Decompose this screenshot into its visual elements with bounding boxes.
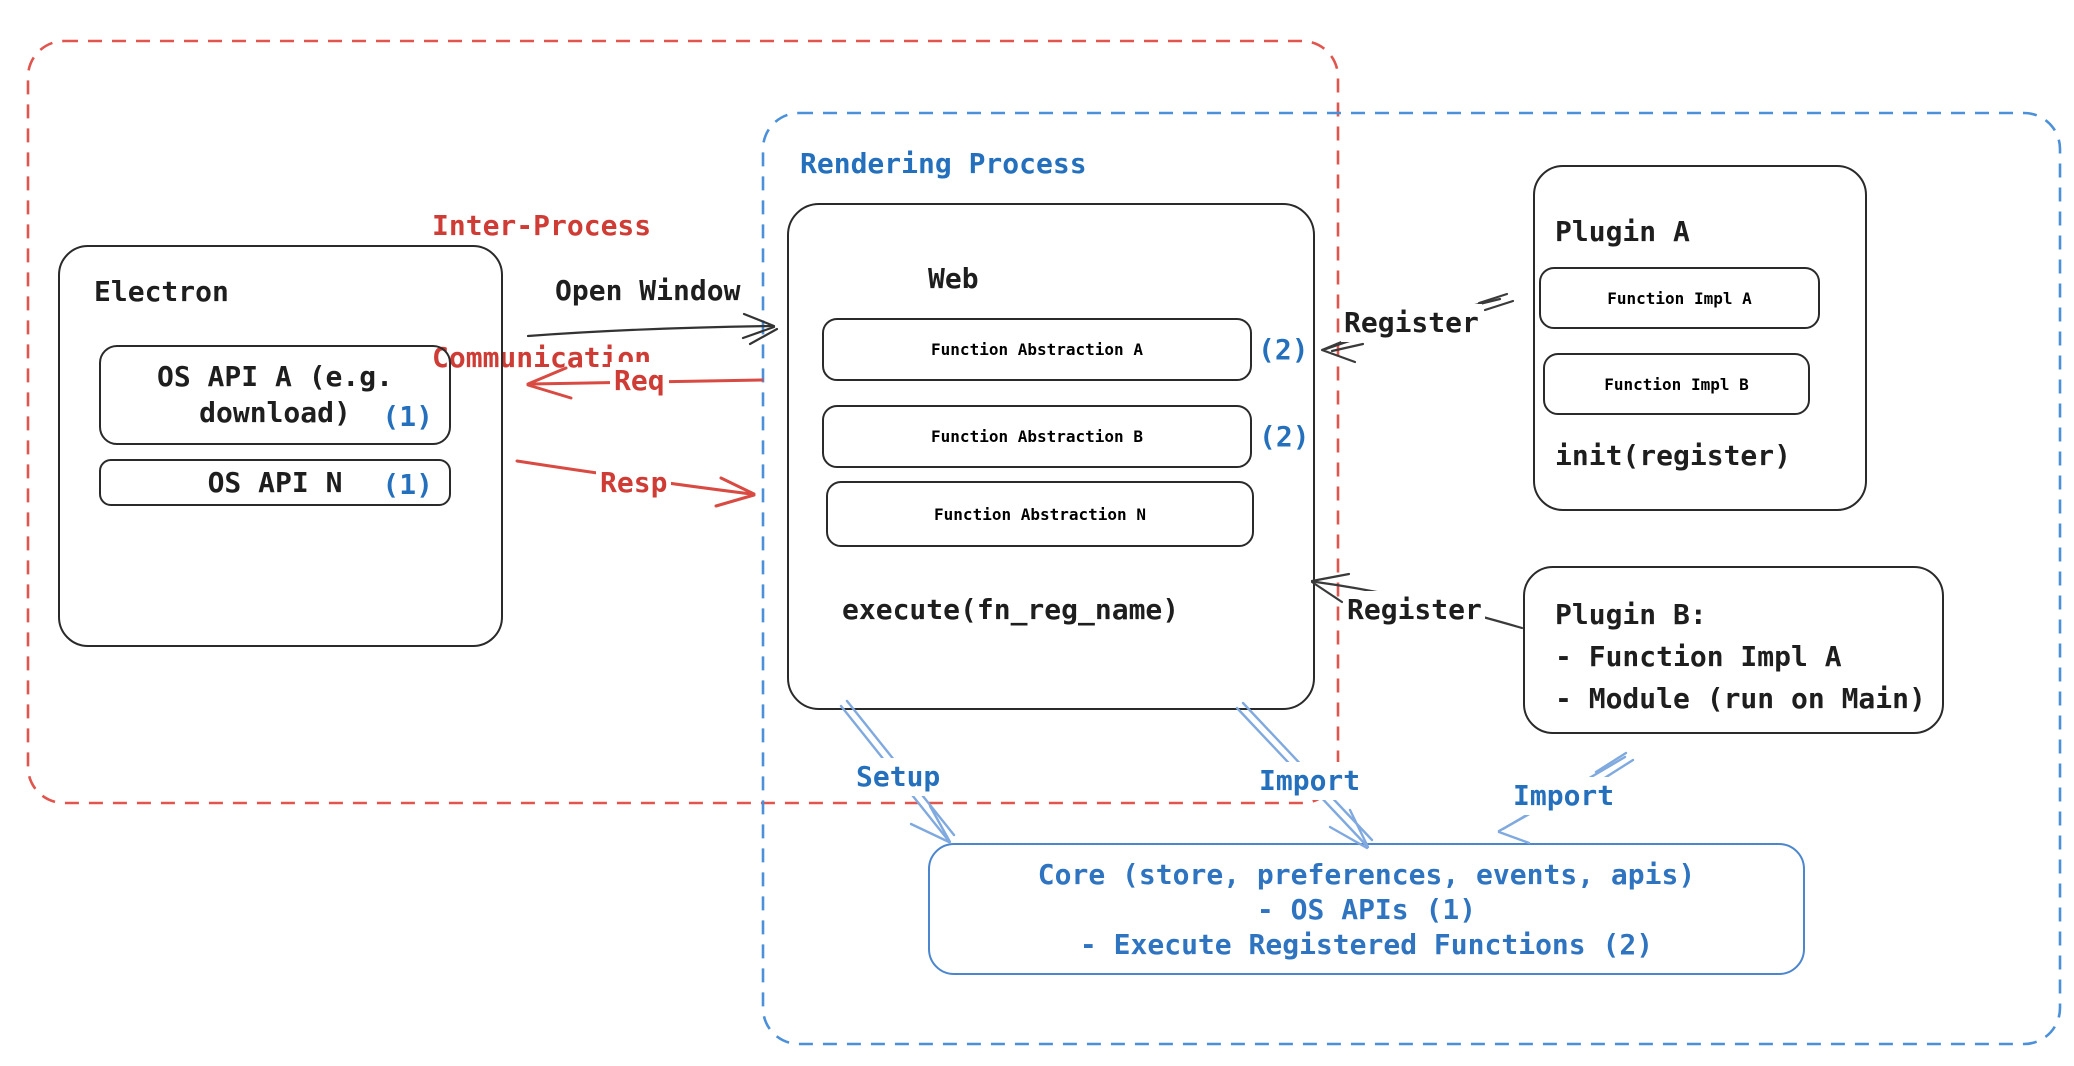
register-top-arrow-label: Register: [1341, 304, 1482, 342]
open-window-arrow-label: Open Window: [555, 274, 741, 307]
function-impl-b-node: Function Impl B: [1543, 353, 1810, 415]
os-api-a-label-line2: download): [199, 396, 351, 429]
plugin-a-node: Plugin A Function Impl A Function Impl B…: [1533, 165, 1867, 511]
os-api-a-node: OS API A (e.g. download) (1): [99, 345, 451, 445]
os-api-a-label: OS API A (e.g. download): [157, 359, 393, 431]
core-line-3: - Execute Registered Functions (2): [1079, 928, 1654, 961]
plugin-b-item-1: - Function Impl A: [1555, 640, 1842, 673]
ipc-group-label-line1: Inter-Process: [432, 209, 652, 242]
os-api-a-label-line1: OS API A (e.g.: [156, 360, 393, 393]
plugin-b-item-2: - Module (run on Main): [1555, 682, 1926, 715]
os-api-n-label: OS API N: [207, 466, 343, 499]
web-node: Web Function Abstraction A (2) Function …: [787, 203, 1315, 710]
core-node: Core (store, preferences, events, apis) …: [928, 843, 1805, 975]
os-api-a-badge: (1): [382, 400, 433, 433]
resp-arrow-label: Resp: [596, 464, 672, 502]
electron-node: Electron OS API A (e.g. download) (1) OS…: [58, 245, 503, 647]
function-abstraction-b-badge: (2): [1259, 420, 1310, 453]
execute-label: execute(fn_reg_name): [842, 593, 1180, 626]
import-web-arrow-label: Import: [1255, 762, 1365, 800]
function-impl-a-node: Function Impl A: [1539, 267, 1820, 329]
function-abstraction-n-node: Function Abstraction N: [826, 481, 1254, 547]
function-abstraction-a-node: Function Abstraction A: [822, 318, 1252, 381]
web-title: Web: [928, 262, 979, 295]
plugin-a-title: Plugin A: [1555, 215, 1690, 248]
os-api-n-node: OS API N (1): [99, 459, 451, 506]
rendering-group-label: Rendering Process: [800, 147, 1087, 180]
setup-arrow-label: Setup: [852, 758, 945, 796]
core-line-1: Core (store, preferences, events, apis): [1037, 858, 1696, 891]
import-plugin-b-arrow-label: Import: [1509, 777, 1619, 815]
plugin-b-node: Plugin B: - Function Impl A - Module (ru…: [1523, 566, 1944, 734]
electron-title: Electron: [94, 275, 229, 308]
register-bottom-arrow-label: Register: [1344, 591, 1485, 629]
req-arrow-label: Req: [610, 362, 669, 400]
function-abstraction-a-badge: (2): [1258, 333, 1309, 366]
function-abstraction-b-node: Function Abstraction B: [822, 405, 1252, 468]
os-api-n-badge: (1): [382, 468, 433, 501]
plugin-a-init-label: init(register): [1555, 439, 1792, 472]
core-line-2: - OS APIs (1): [1256, 893, 1477, 926]
plugin-b-title: Plugin B:: [1555, 598, 1707, 631]
